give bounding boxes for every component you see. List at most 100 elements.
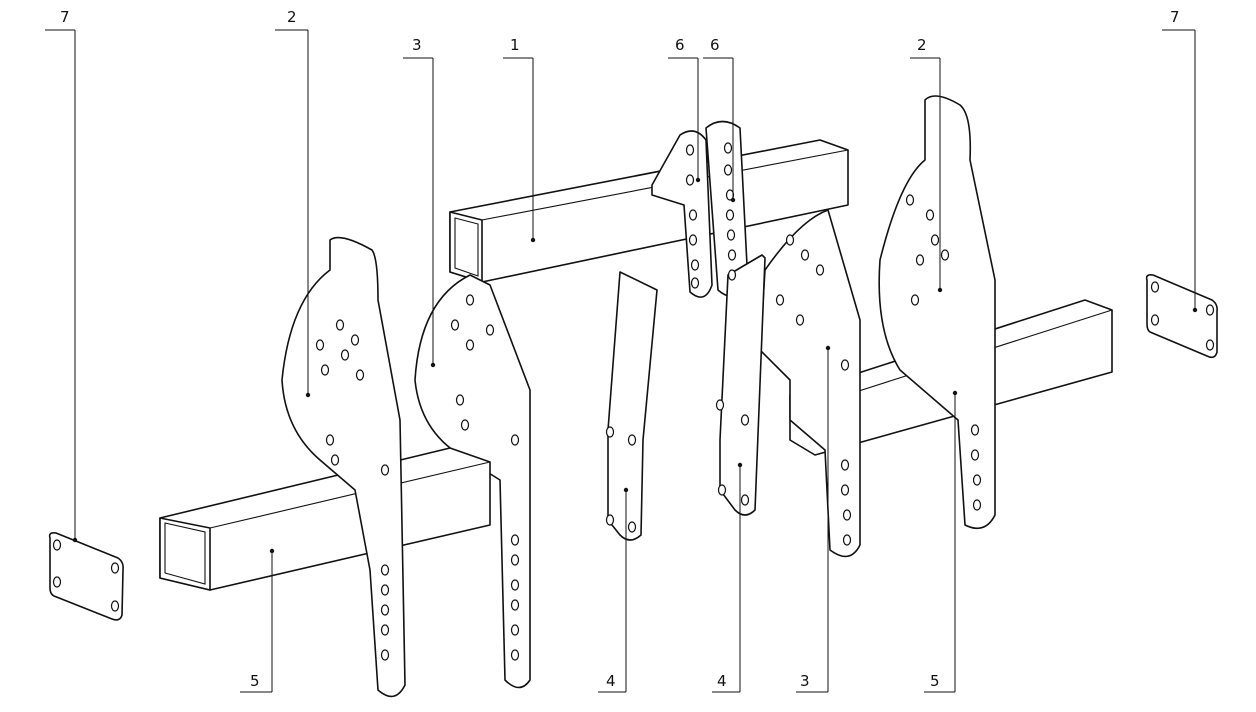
leader-dot	[269, 548, 275, 554]
hole	[800, 249, 810, 261]
hole	[380, 584, 390, 596]
callout-number: 7	[1170, 8, 1180, 26]
hole	[605, 426, 615, 438]
leader-dot	[430, 362, 436, 368]
hole	[727, 249, 737, 261]
hole	[842, 534, 852, 546]
leader-line	[910, 57, 941, 290]
hole	[355, 369, 365, 381]
leader-line	[703, 57, 734, 200]
leader-line	[796, 348, 829, 693]
leader-dot	[1192, 307, 1198, 313]
callout-4-right: 4	[712, 462, 743, 693]
hole	[970, 449, 980, 461]
hole	[1150, 281, 1160, 293]
callout-number: 6	[675, 36, 685, 54]
leader-line	[240, 551, 273, 693]
hole	[717, 484, 727, 496]
callout-7-left: 7	[45, 8, 78, 543]
mounting-plate-2-right	[878, 95, 996, 530]
leader-dot	[305, 392, 311, 398]
hole	[330, 454, 340, 466]
leader-dot	[695, 177, 701, 183]
leader-line	[668, 57, 699, 180]
callout-3-right: 3	[796, 345, 831, 693]
hole	[627, 434, 637, 446]
hole	[785, 234, 795, 246]
hole	[1150, 314, 1160, 326]
callout-2-left: 2	[275, 8, 311, 398]
hole	[627, 521, 637, 533]
hole	[685, 174, 695, 186]
hole	[315, 339, 325, 351]
hole	[715, 399, 725, 411]
hole	[52, 576, 62, 588]
hole	[320, 364, 330, 376]
link-plate-6-left	[651, 130, 713, 298]
hole	[972, 474, 982, 486]
hole	[685, 144, 695, 156]
hole	[510, 434, 520, 446]
leader-dot	[737, 462, 743, 468]
hole	[380, 624, 390, 636]
leader-dot	[952, 390, 958, 396]
hole	[972, 499, 982, 511]
callout-6-left: 6	[668, 36, 701, 183]
bottom-square-tube-left	[159, 447, 491, 591]
hole	[740, 494, 750, 506]
hole	[840, 359, 850, 371]
callout-7-right: 7	[1162, 8, 1198, 313]
callout-number: 6	[710, 36, 720, 54]
mounting-plate-3-right	[759, 209, 861, 558]
hole	[380, 564, 390, 576]
hole	[840, 459, 850, 471]
callout-number: 2	[917, 36, 927, 54]
hole	[510, 554, 520, 566]
callout-number: 4	[606, 672, 616, 690]
hole	[485, 324, 495, 336]
hole	[455, 394, 465, 406]
hole	[110, 600, 120, 612]
hole	[510, 534, 520, 546]
hole	[325, 434, 335, 446]
cover-plate-7-right	[1145, 274, 1218, 359]
leader-dot	[530, 237, 536, 243]
hole	[970, 424, 980, 436]
callout-number: 5	[930, 672, 940, 690]
hole	[910, 294, 920, 306]
hole	[1205, 304, 1215, 316]
hole	[727, 269, 737, 281]
hole	[465, 339, 475, 351]
leader-line	[403, 57, 434, 365]
hole	[815, 264, 825, 276]
hole	[450, 319, 460, 331]
hole	[510, 649, 520, 661]
hole	[380, 464, 390, 476]
leader-dot	[623, 487, 629, 493]
callout-number: 3	[800, 672, 810, 690]
callout-number: 4	[717, 672, 727, 690]
hole	[1205, 339, 1215, 351]
hole	[380, 604, 390, 616]
callout-3-left: 3	[403, 36, 436, 368]
strap-4-right	[719, 254, 766, 516]
leader-line	[275, 29, 309, 395]
hole	[510, 579, 520, 591]
hole	[930, 234, 940, 246]
mounting-plate-3-left	[414, 274, 531, 689]
hole	[510, 599, 520, 611]
callout-number: 2	[287, 8, 297, 26]
hole	[350, 334, 360, 346]
hole	[380, 649, 390, 661]
callout-5-right: 5	[924, 390, 958, 693]
leader-line	[712, 465, 741, 693]
callout-5-left: 5	[240, 548, 275, 693]
hole	[723, 164, 733, 176]
strap-4-left	[607, 271, 658, 541]
callout-number: 3	[412, 36, 422, 54]
hole	[465, 294, 475, 306]
leader-dot	[730, 197, 736, 203]
leader-dot	[825, 345, 831, 351]
leader-line	[924, 393, 956, 693]
